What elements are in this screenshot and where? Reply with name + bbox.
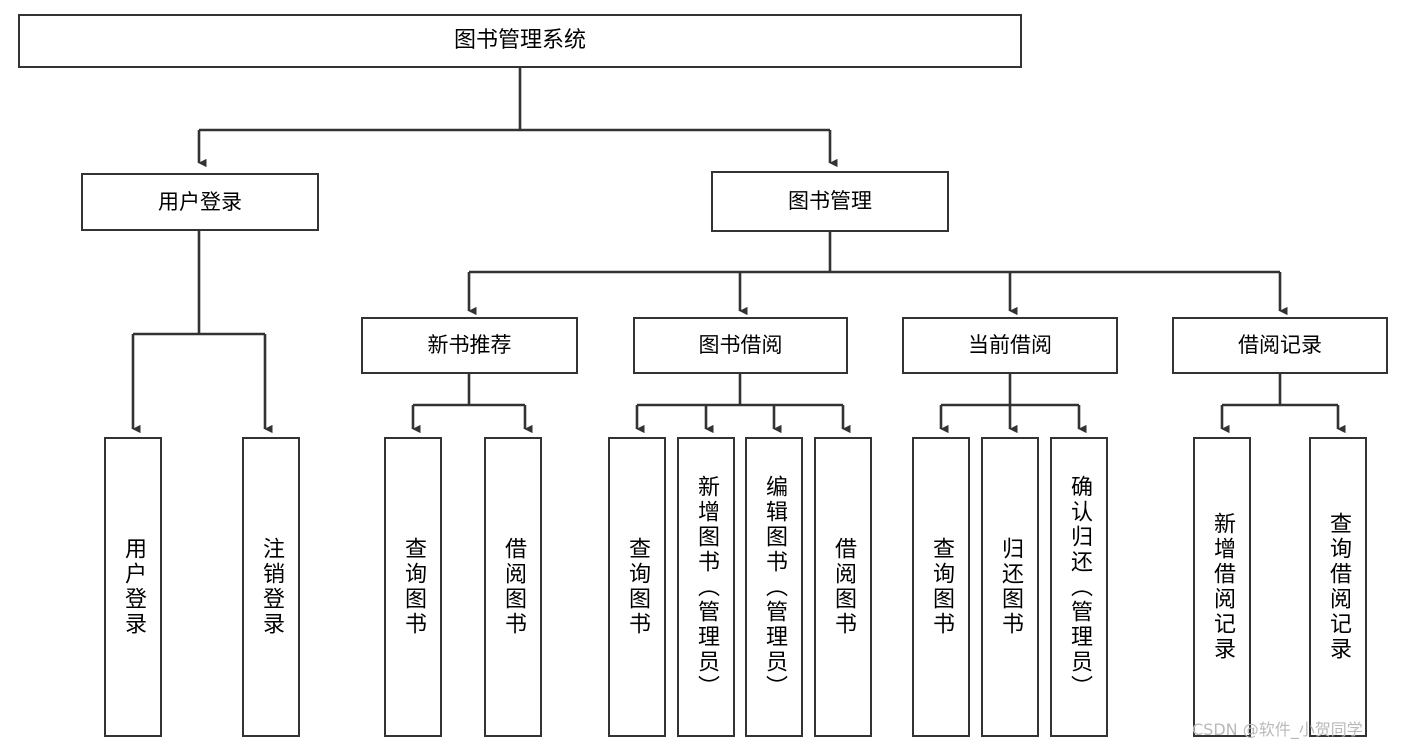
node-label: 用户登录 [121, 537, 146, 637]
leaf-user-login-logout[interactable]: 注销登录 [242, 437, 300, 737]
leaf-book-borrow-edit[interactable]: 编辑图书（管理员） [745, 437, 803, 737]
leaf-book-borrow-borrow[interactable]: 借阅图书 [814, 437, 872, 737]
leaf-borrow-record-query[interactable]: 查询借阅记录 [1309, 437, 1367, 737]
node-book-management-system[interactable]: 图书管理系统 [18, 14, 1022, 68]
node-label: 编辑图书（管理员） [762, 474, 787, 700]
watermark-text: CSDN @软件_小贺同学 [1192, 720, 1363, 739]
node-label: 查询图书 [401, 537, 426, 637]
node-label: 图书管理系统 [453, 28, 586, 54]
leaf-current-borrow-query[interactable]: 查询图书 [912, 437, 970, 737]
node-label: 确认归还（管理员） [1067, 474, 1092, 700]
node-label: 注销登录 [259, 537, 284, 637]
node-label: 新增借阅记录 [1210, 512, 1235, 662]
node-current-borrow[interactable]: 当前借阅 [902, 317, 1118, 374]
leaf-book-borrow-query[interactable]: 查询图书 [608, 437, 666, 737]
node-label: 借阅图书 [501, 537, 526, 637]
node-label: 借阅记录 [1238, 333, 1322, 358]
node-borrow-record[interactable]: 借阅记录 [1172, 317, 1388, 374]
leaf-current-borrow-return[interactable]: 归还图书 [981, 437, 1039, 737]
node-label: 新书推荐 [427, 333, 512, 358]
leaf-current-borrow-confirm-return[interactable]: 确认归还（管理员） [1050, 437, 1108, 737]
node-label: 当前借阅 [968, 333, 1052, 358]
node-user-login[interactable]: 用户登录 [81, 173, 319, 231]
node-label: 图书借阅 [698, 333, 783, 358]
node-label: 借阅图书 [831, 537, 856, 637]
node-label: 用户登录 [158, 189, 242, 214]
leaf-new-book-query[interactable]: 查询图书 [384, 437, 442, 737]
node-label: 图书管理 [788, 189, 872, 214]
leaf-new-book-borrow[interactable]: 借阅图书 [484, 437, 542, 737]
node-label: 新增图书（管理员） [694, 474, 719, 700]
node-book-borrow[interactable]: 图书借阅 [633, 317, 848, 374]
node-label: 归还图书 [998, 537, 1023, 637]
node-book-management[interactable]: 图书管理 [711, 171, 949, 232]
node-new-book-recommend[interactable]: 新书推荐 [361, 317, 578, 374]
node-label: 查询图书 [625, 537, 650, 637]
leaf-user-login-login[interactable]: 用户登录 [104, 437, 162, 737]
leaf-borrow-record-add[interactable]: 新增借阅记录 [1193, 437, 1251, 737]
node-label: 查询图书 [929, 537, 954, 637]
leaf-book-borrow-add[interactable]: 新增图书（管理员） [677, 437, 735, 737]
node-label: 查询借阅记录 [1326, 512, 1351, 662]
